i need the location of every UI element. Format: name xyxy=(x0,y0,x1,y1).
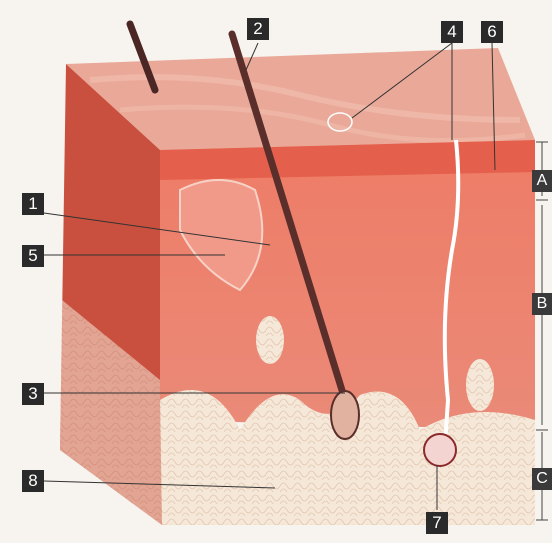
callout-2: 2 xyxy=(247,18,269,40)
sweat-gland xyxy=(424,434,456,466)
layer-label-b: B xyxy=(532,293,552,315)
hair-bulb xyxy=(331,391,359,439)
layer-label-c: C xyxy=(532,468,552,490)
callout-3: 3 xyxy=(22,383,44,405)
callout-6: 6 xyxy=(481,21,503,43)
callout-4: 4 xyxy=(441,21,463,43)
layer-label-a: A xyxy=(532,170,552,192)
callout-8: 8 xyxy=(22,470,44,492)
callout-5: 5 xyxy=(22,245,44,267)
callout-1: 1 xyxy=(22,193,44,215)
callout-7: 7 xyxy=(426,512,448,534)
